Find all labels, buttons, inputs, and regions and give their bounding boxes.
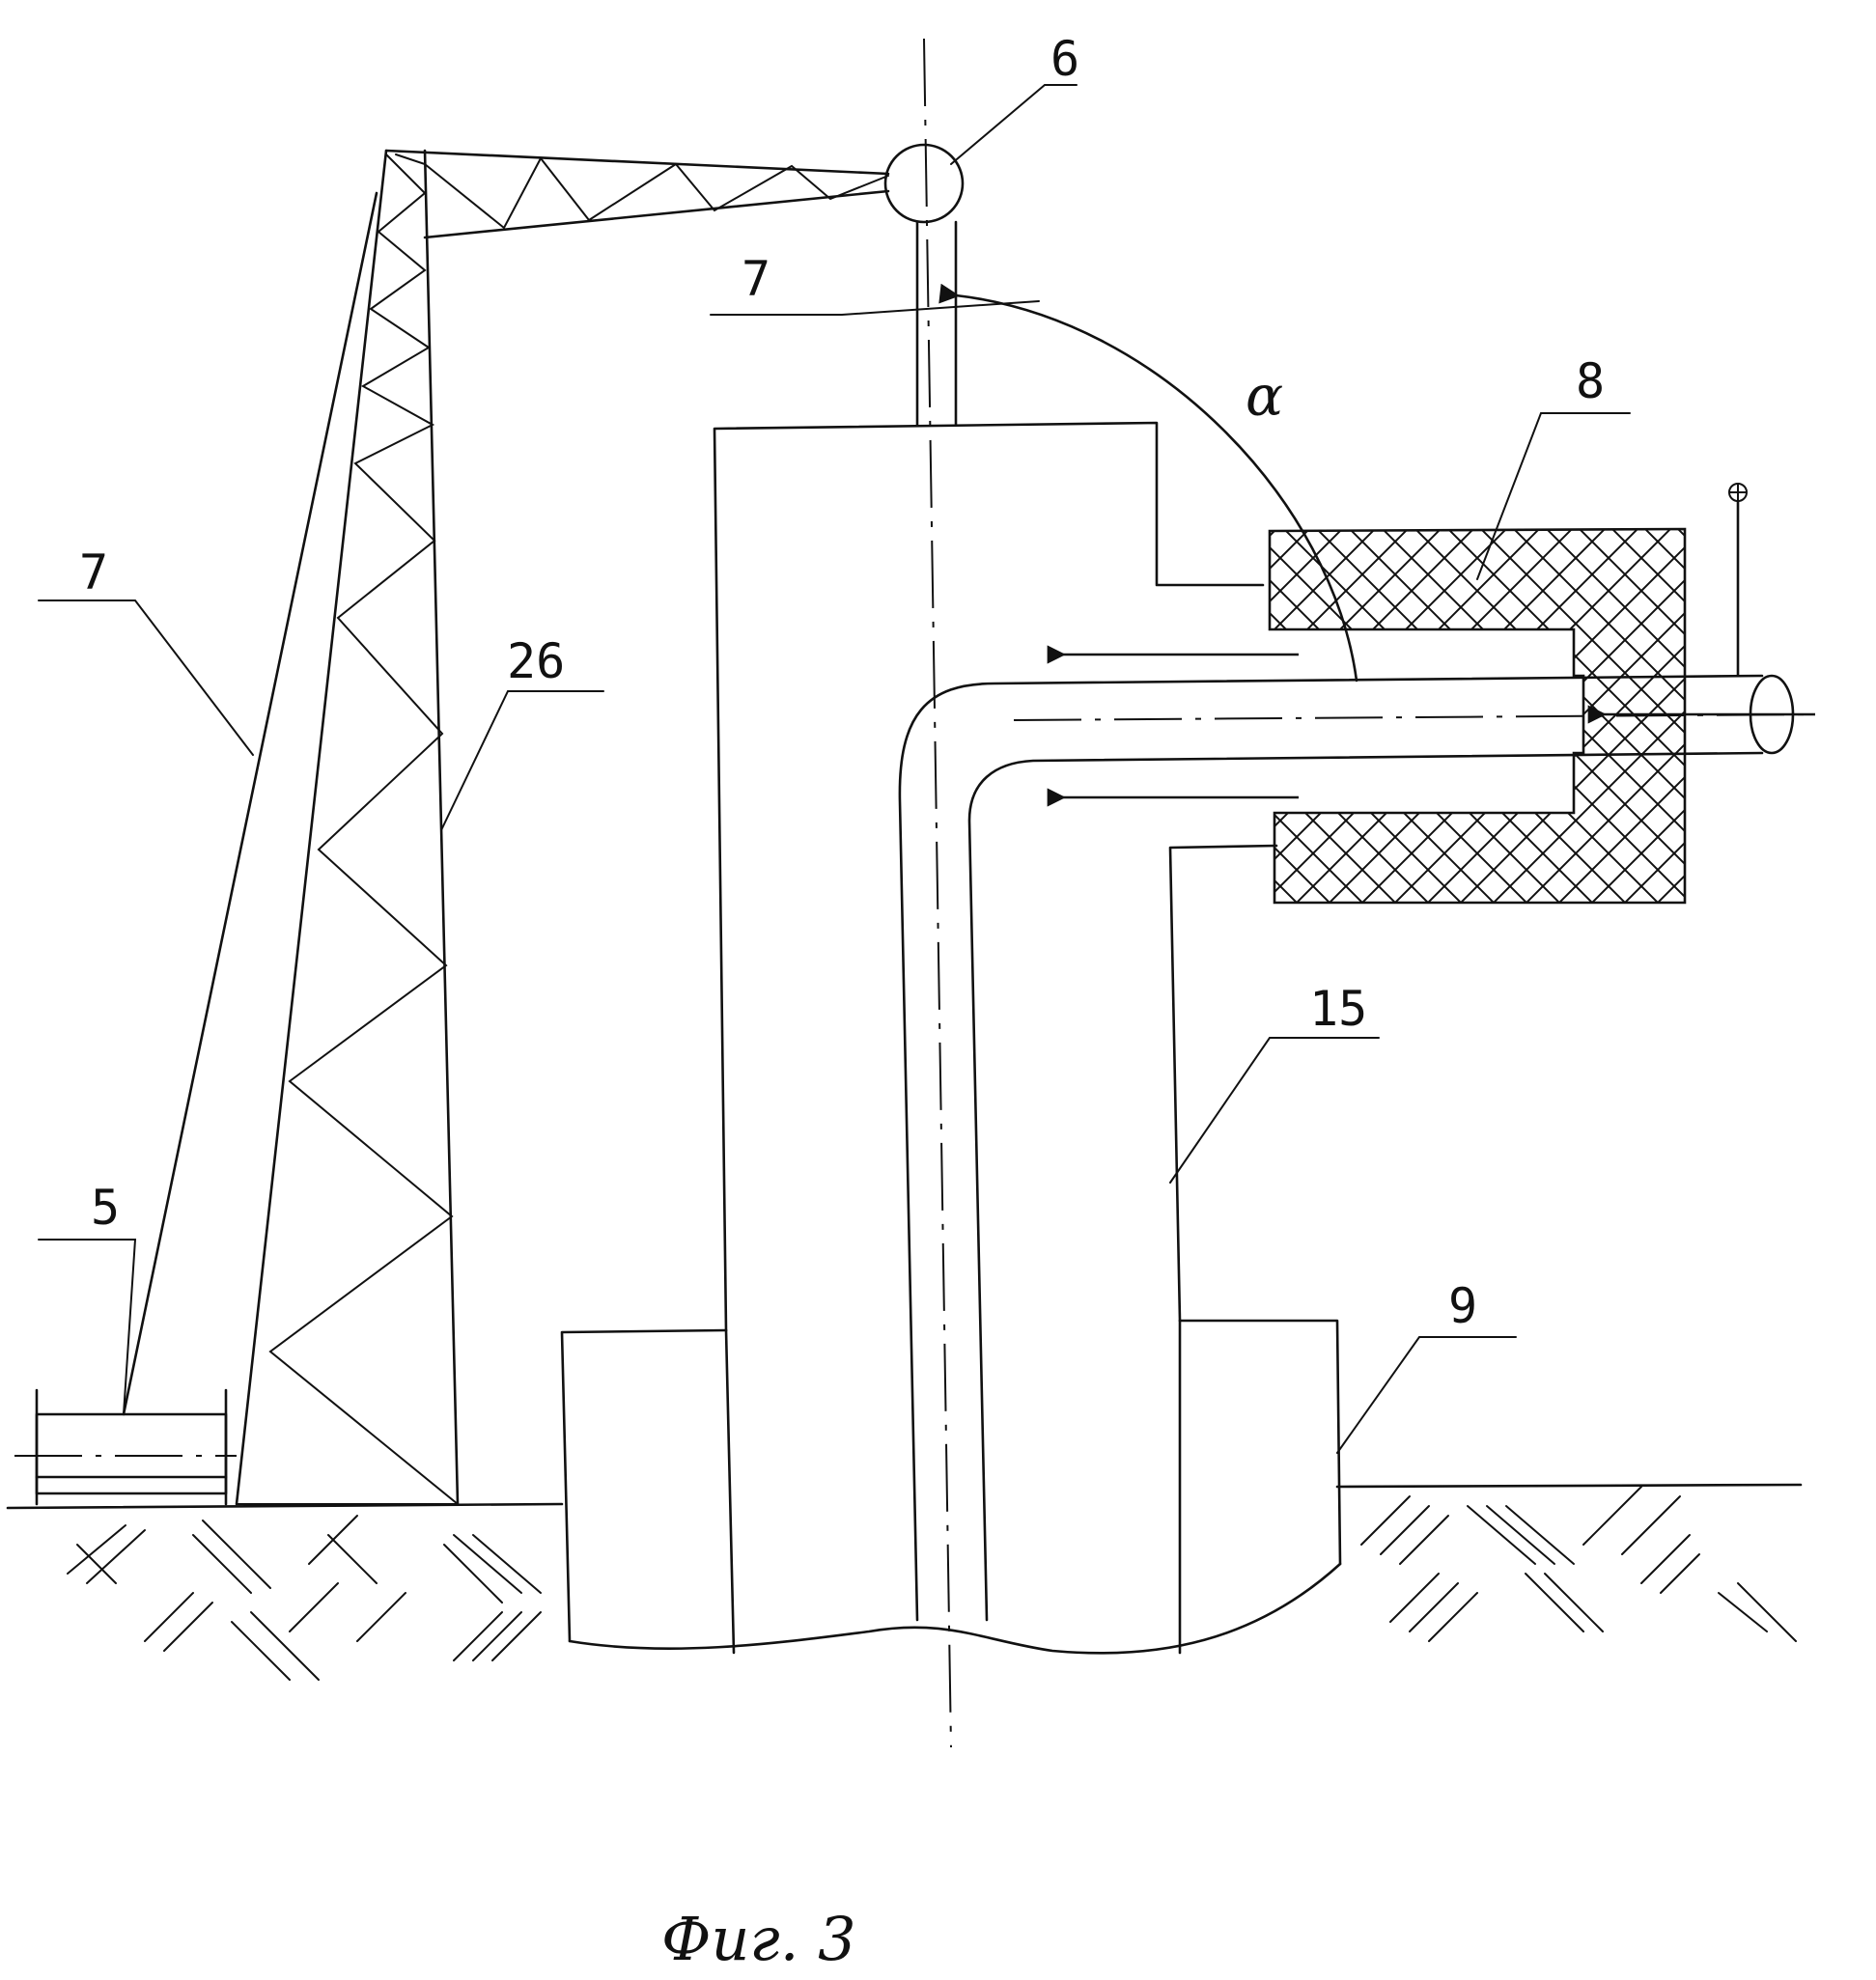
guy-wire xyxy=(124,193,377,1414)
label-26: 26 xyxy=(507,633,565,689)
lattice-mast xyxy=(237,151,888,1504)
leader-lines xyxy=(39,85,1630,1453)
casing-column xyxy=(562,423,1340,1653)
inductor-coil xyxy=(1270,529,1685,903)
vertical-centerline xyxy=(924,39,951,1747)
label-7-left: 7 xyxy=(79,544,108,600)
label-15: 15 xyxy=(1309,981,1367,1037)
label-9: 9 xyxy=(1448,1278,1477,1334)
label-6: 6 xyxy=(1050,31,1079,87)
label-7-top: 7 xyxy=(742,251,770,307)
pulley xyxy=(885,145,963,222)
ground-hatch-left xyxy=(68,1516,541,1680)
cable xyxy=(917,222,956,425)
figure-caption: Фиг. 3 xyxy=(661,1904,856,1974)
ground-hatch-right xyxy=(1361,1487,1796,1641)
label-alpha: α xyxy=(1246,363,1283,429)
label-5: 5 xyxy=(91,1180,120,1236)
label-8: 8 xyxy=(1576,353,1605,409)
